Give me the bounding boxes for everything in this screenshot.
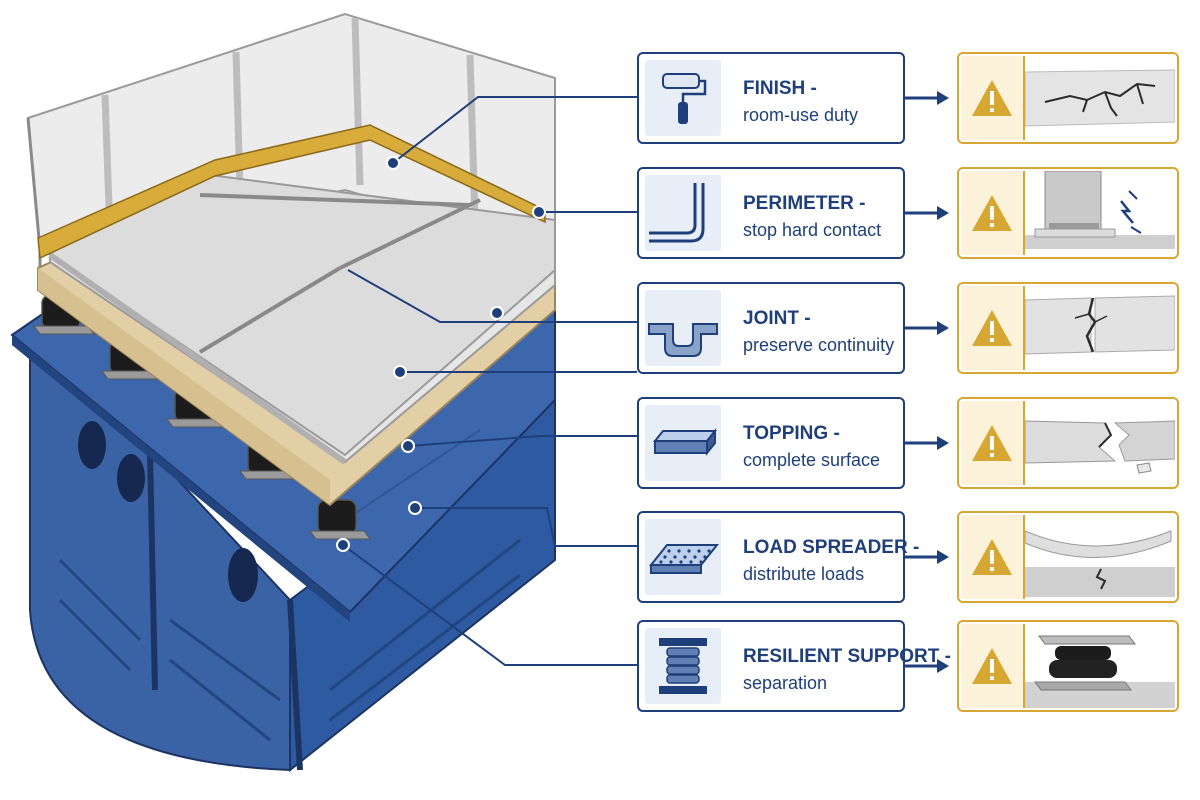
failure-card-resilient-support — [957, 620, 1179, 712]
layer-title: LOAD SPREADER - — [743, 537, 920, 558]
layer-card-resilient-support: RESILIENT SUPPORT - separation — [637, 620, 951, 712]
failure-card-joint — [957, 282, 1179, 374]
hull-ribs — [58, 538, 521, 742]
callout-leaders — [342, 96, 637, 666]
frame-web — [147, 449, 158, 691]
arrow-right-icon — [905, 436, 949, 450]
warning-triangle-icon — [961, 171, 1025, 255]
lightening-hole — [78, 421, 106, 469]
arrow-right-icon — [905, 659, 949, 673]
perforated-board-icon — [645, 519, 721, 595]
finish-joints — [198, 193, 481, 354]
arrow-right-icon — [905, 550, 949, 564]
layer-subtitle: room-use duty — [743, 105, 859, 125]
steel-deck-edge — [12, 335, 350, 622]
perimeter-corner-icon — [645, 175, 721, 251]
paint-roller-icon — [645, 60, 721, 136]
frame-web-2 — [287, 599, 303, 771]
layer-title: TOPPING - — [743, 423, 840, 444]
warning-triangle-icon — [961, 401, 1025, 485]
finish-front-edge — [48, 252, 347, 465]
warning-triangle-icon — [961, 286, 1025, 370]
failure-card-finish — [957, 52, 1179, 144]
layer-title: PERIMETER - — [743, 193, 866, 214]
arrow-right-icon — [905, 206, 949, 220]
layer-title: FINISH - — [743, 78, 817, 99]
lightening-hole — [228, 548, 258, 602]
failure-card-perimeter — [957, 167, 1179, 259]
topping-slab-icon — [645, 405, 721, 481]
cracked-surface-illustration — [1025, 56, 1175, 140]
broken-edge-illustration — [1025, 401, 1175, 485]
layer-subtitle: distribute loads — [743, 564, 865, 584]
arrow-right-icon — [905, 321, 949, 335]
spring-mount-icon — [645, 628, 721, 704]
lightening-hole — [117, 454, 145, 502]
callout-dots — [336, 156, 546, 552]
layer-card-topping: TOPPING - complete surface — [637, 397, 905, 489]
wall-contact-impact-illustration — [1025, 171, 1175, 255]
layer-subtitle: preserve continuity — [743, 335, 895, 355]
layer-subtitle: complete surface — [743, 450, 881, 470]
layer-card-perimeter: PERIMETER - stop hard contact — [637, 167, 905, 259]
layer-title: RESILIENT SUPPORT - — [743, 646, 951, 667]
joint-profile-icon — [645, 290, 721, 366]
warning-triangle-icon — [961, 515, 1025, 599]
layer-title: JOINT - — [743, 308, 811, 329]
layer-subtitle: stop hard contact — [743, 220, 882, 240]
warning-triangle-icon — [961, 56, 1025, 140]
failure-card-topping — [957, 397, 1179, 489]
collapsed-mount-illustration — [1025, 624, 1175, 708]
warning-triangle-icon — [961, 624, 1025, 708]
arrow-right-icon — [905, 91, 949, 105]
layer-card-finish: FINISH - room-use duty — [637, 52, 905, 144]
perimeter-strip — [37, 124, 546, 260]
cracked-joint-illustration — [1025, 286, 1175, 370]
failure-card-load-spreader — [957, 511, 1179, 603]
layer-subtitle: separation — [743, 673, 828, 693]
bulkhead-stiffeners — [101, 17, 479, 236]
load-spreader-front — [38, 268, 330, 505]
layer-card-load-spreader: LOAD SPREADER - distribute loads — [637, 511, 919, 603]
deflected-board-illustration — [1025, 515, 1175, 599]
layer-card-joint: JOINT - preserve continuity — [637, 282, 905, 374]
